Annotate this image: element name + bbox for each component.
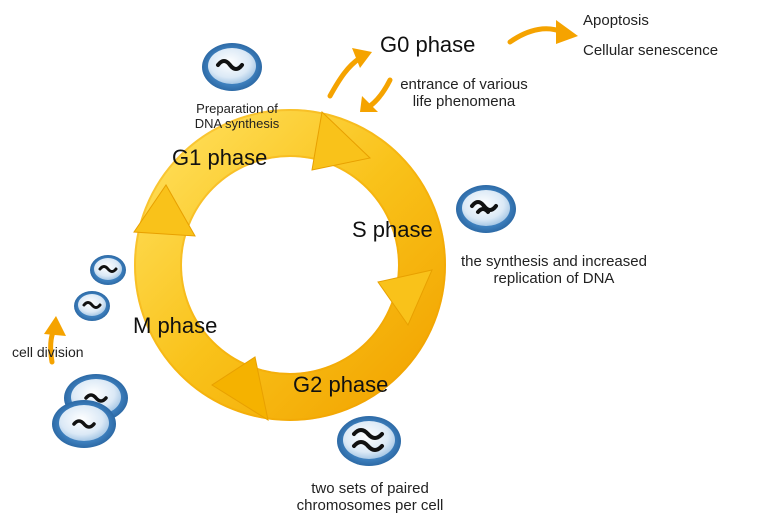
arrow-g0-outcomes	[507, 26, 565, 45]
arrow-to-g0	[327, 55, 363, 99]
cell-division-label: cell division	[12, 344, 84, 360]
senescence-label: Cellular senescence	[583, 42, 719, 59]
g2-phase-label: G2 phase	[293, 372, 389, 397]
g2-phase-note-line1: two sets of paired	[311, 480, 429, 497]
g1-prep-line2: DNA synthesis	[194, 115, 280, 131]
arrow-cell-division-head	[44, 316, 66, 336]
g0-entrance-note: entrance of various life phenomena	[384, 76, 544, 111]
cell-m-daughter-top	[90, 255, 126, 285]
s-phase-note: the synthesis and increased replication …	[440, 253, 668, 288]
cell-g2	[337, 416, 401, 466]
g0-entrance-line1: entrance of various	[400, 76, 528, 93]
ring-arrowhead-g2	[211, 356, 269, 422]
g2-phase-note-line2: chromosomes per cell	[296, 497, 444, 515]
arrow-g0-outcomes-head	[556, 20, 578, 44]
g0-entrance-line2: life phenomena	[412, 93, 516, 111]
cell-dividing	[52, 374, 128, 448]
m-phase-label: M phase	[133, 313, 218, 338]
ring-arrowhead-m	[133, 184, 196, 237]
s-phase-note-line2: replication of DNA	[493, 270, 615, 288]
apoptosis-label: Apoptosis	[583, 12, 649, 29]
s-phase-label: S phase	[352, 217, 433, 242]
g2-phase-note: two sets of paired chromosomes per cell	[280, 480, 460, 515]
g1-prep-note: Preparation of DNA synthesis	[178, 101, 296, 132]
cell-m-daughter-bottom	[74, 291, 110, 321]
arrow-from-g0-head	[360, 96, 378, 112]
ring-arrowhead-g1	[311, 110, 372, 171]
arrow-from-g0	[367, 77, 393, 109]
cell-s	[456, 185, 516, 233]
g1-prep-line1: Preparation of	[196, 101, 278, 116]
arrow-to-g0-head	[352, 48, 372, 68]
cycle-ring	[134, 109, 446, 421]
s-phase-note-line1: the synthesis and increased	[461, 253, 647, 270]
cell-g1	[202, 43, 262, 91]
g1-phase-label: G1 phase	[172, 145, 268, 170]
ring-arrowhead-s	[377, 269, 433, 327]
g0-phase-label: G0 phase	[380, 32, 476, 57]
